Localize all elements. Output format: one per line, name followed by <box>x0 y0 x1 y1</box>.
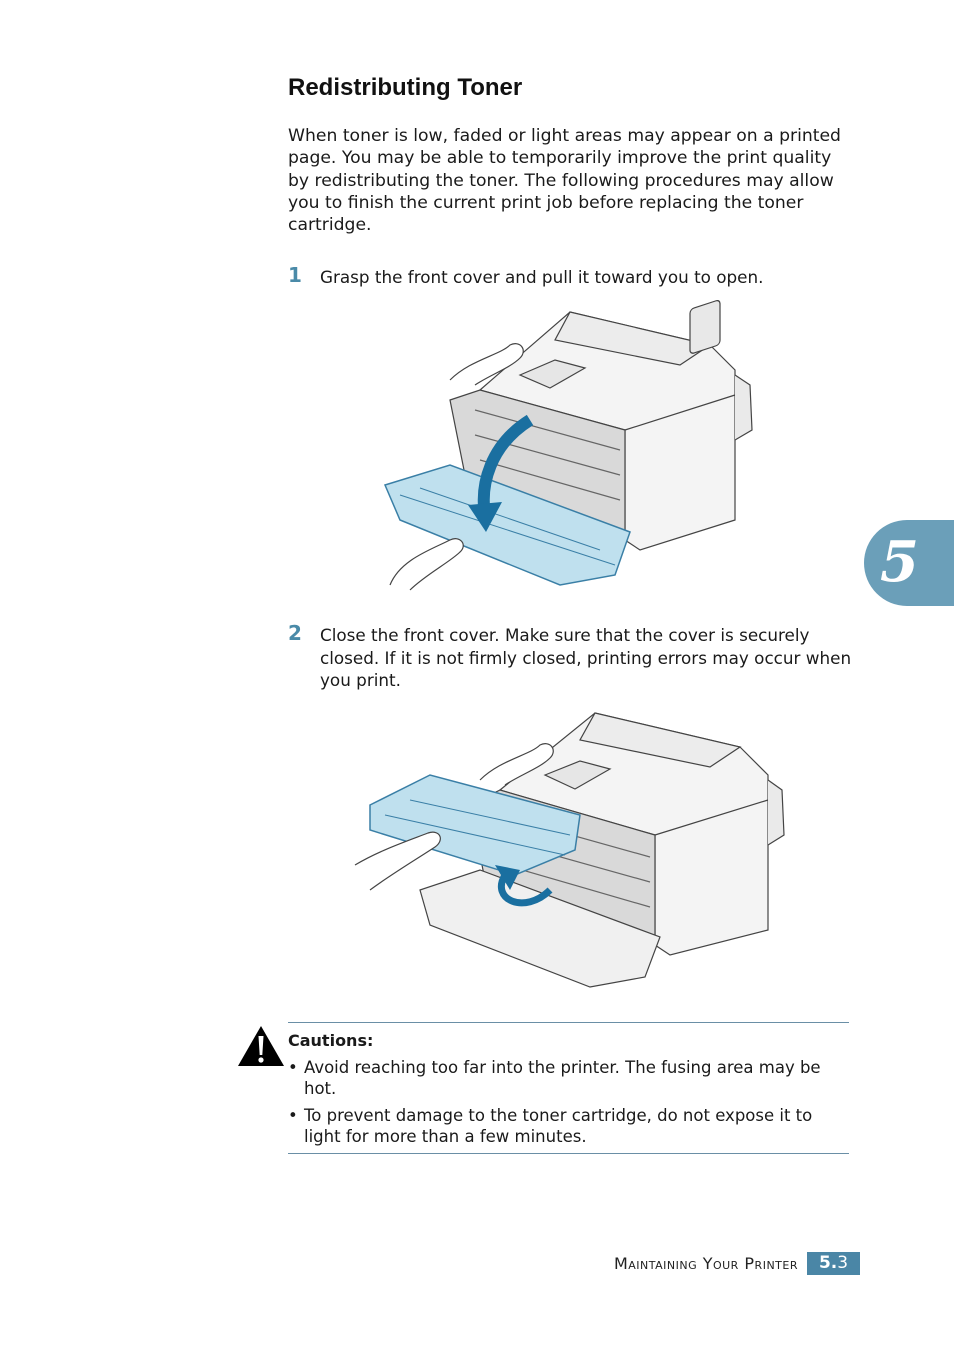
caution-divider-bottom <box>288 1153 849 1154</box>
page-number-major: 5. <box>818 1253 838 1273</box>
step-1: 1 Grasp the front cover and pull it towa… <box>288 263 853 289</box>
step-2: 2 Close the front cover. Make sure that … <box>288 621 853 692</box>
printer-toner-cartridge-illustration <box>354 712 785 988</box>
chapter-number: 5 <box>880 529 919 595</box>
caution-item: To prevent damage to the toner cartridge… <box>288 1105 848 1147</box>
page-number-minor: 3 <box>837 1253 849 1273</box>
caution-item: Avoid reaching too far into the printer.… <box>288 1057 848 1099</box>
step-text: Close the front cover. Make sure that th… <box>320 625 852 690</box>
warning-triangle-icon <box>238 1026 284 1066</box>
printer-open-cover-illustration <box>383 300 753 591</box>
page-number: 5.3 <box>807 1252 860 1275</box>
step-number: 2 <box>288 621 302 645</box>
intro-paragraph: When toner is low, faded or light areas … <box>288 126 841 236</box>
page-footer: Maintaining Your Printer 5.3 <box>560 1252 860 1276</box>
step-number: 1 <box>288 263 302 287</box>
cautions-heading: Cautions: <box>288 1031 374 1050</box>
cautions-list: Avoid reaching too far into the printer.… <box>288 1057 848 1153</box>
footer-section-title: Maintaining Your Printer <box>613 1254 798 1273</box>
chapter-tab: 5 <box>864 520 954 606</box>
caution-divider-top <box>288 1022 849 1023</box>
page-title: Redistributing Toner <box>288 74 523 101</box>
step-text: Grasp the front cover and pull it toward… <box>320 267 764 287</box>
